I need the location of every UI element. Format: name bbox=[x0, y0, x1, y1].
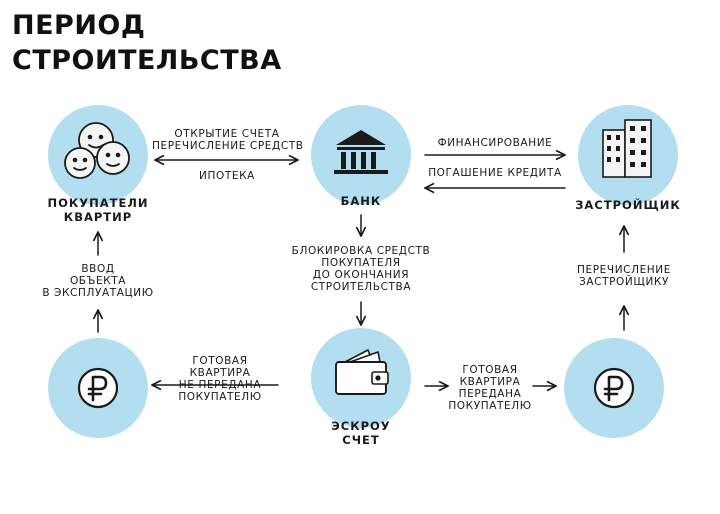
people-faces-icon bbox=[64, 122, 130, 179]
office-buildings-icon bbox=[602, 119, 652, 178]
title-line-2: СТРОИТЕЛЬСТВА bbox=[12, 45, 282, 76]
edge-label-financing: ФИНАНСИРОВАНИЕ bbox=[437, 137, 553, 149]
bank-building-icon bbox=[334, 130, 388, 174]
edge-label-transferred: ГОТОВАЯ КВАРТИРА ПЕРЕДАНА ПОКУПАТЕЛЮ bbox=[448, 364, 532, 412]
developer-label: ЗАСТРОЙЩИК bbox=[575, 198, 681, 212]
edge-label-transfer-dev: ПЕРЕЧИСЛЕНИЕ ЗАСТРОЙЩИКУ bbox=[577, 264, 671, 288]
title-line-1: ПЕРИОД bbox=[12, 10, 146, 41]
edge-label-block-funds: БЛОКИРОВКА СРЕДСТВ ПОКУПАТЕЛЯ ДО ОКОНЧАН… bbox=[291, 245, 431, 293]
buyers-label: ПОКУПАТЕЛИ КВАРТИР bbox=[47, 196, 149, 224]
page-title: ПЕРИОД СТРОИТЕЛЬСТВА bbox=[12, 8, 282, 78]
wallet-money-icon bbox=[335, 349, 389, 395]
edge-label-repayment: ПОГАШЕНИЕ КРЕДИТА bbox=[428, 167, 562, 179]
edge-label-open-account: ОТКРЫТИЕ СЧЕТА ПЕРЕЧИСЛЕНИЕ СРЕДСТВ bbox=[152, 128, 304, 152]
ruble-coin-icon-left bbox=[77, 367, 119, 409]
ruble-coin-icon-right bbox=[593, 367, 635, 409]
escrow-label: ЭСКРОУ СЧЕТ bbox=[331, 419, 391, 447]
arrows bbox=[92, 149, 630, 392]
edge-label-commissioning: ВВОД ОБЪЕКТА В ЭКСПЛУАТАЦИЮ bbox=[42, 263, 154, 299]
edge-label-not-transferred: ГОТОВАЯ КВАРТИРА НЕ ПЕРЕДАНА ПОКУПАТЕЛЮ bbox=[178, 355, 262, 403]
edge-label-mortgage: ИПОТЕКА bbox=[199, 170, 255, 182]
bank-label: БАНК bbox=[340, 194, 382, 208]
